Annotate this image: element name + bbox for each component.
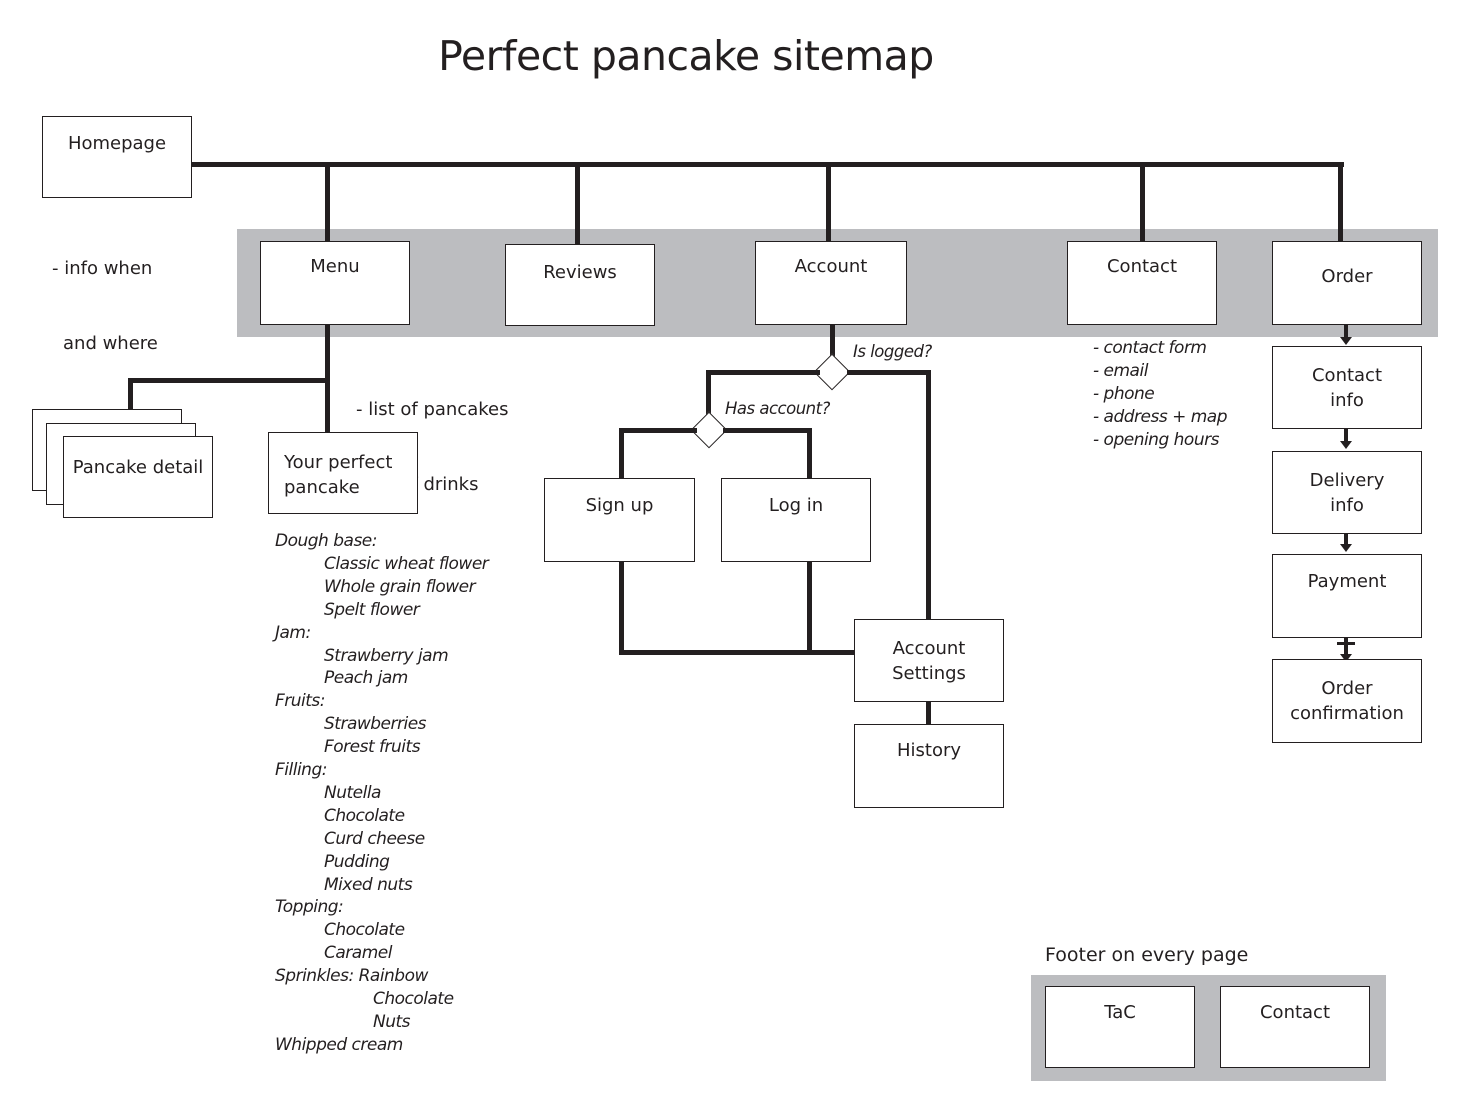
- arrow-down-icon: [1340, 544, 1352, 552]
- nav-account[interactable]: Account: [755, 241, 907, 325]
- node-homepage-label: Homepage: [67, 133, 167, 154]
- contact-note-item: - address + map: [1093, 407, 1228, 427]
- connector-logged-yes-down: [926, 370, 931, 620]
- option-item: Whole grain flower: [324, 576, 476, 597]
- option-item: Strawberries: [324, 714, 427, 735]
- connector-order-4-tick: [1337, 642, 1355, 645]
- option-item: Nuts: [373, 1011, 411, 1032]
- node-history[interactable]: History: [854, 724, 1004, 808]
- option-item: Pudding: [324, 851, 390, 872]
- decision-has-account-label: Has account?: [725, 399, 830, 418]
- option-category: Dough base:: [275, 531, 378, 551]
- contact-note-item: - contact form: [1093, 338, 1207, 358]
- connector-menu: [325, 162, 330, 242]
- option-category: Topping:: [275, 897, 344, 918]
- node-your-perfect-pancake[interactable]: Your perfect pancake: [268, 432, 418, 514]
- connector-has-account-yes: [723, 428, 812, 433]
- connector-has-account-yes-down: [807, 428, 812, 480]
- node-delivery-info[interactable]: Delivery info: [1272, 451, 1422, 534]
- footer-caption: Footer on every page: [1045, 944, 1249, 966]
- connector-order-3: [1344, 534, 1348, 546]
- node-payment[interactable]: Payment: [1272, 554, 1422, 638]
- connector-order-1: [1344, 325, 1348, 339]
- connector-logged-no-down: [706, 370, 711, 417]
- connector-signup-down: [619, 561, 624, 655]
- option-item: Chocolate: [324, 805, 405, 826]
- connector-menu-branch: [128, 378, 328, 383]
- decision-is-logged-label: Is logged?: [853, 342, 932, 361]
- node-sign-up[interactable]: Sign up: [544, 478, 695, 562]
- node-log-in[interactable]: Log in: [721, 478, 871, 562]
- homepage-note: - info when and where: [52, 258, 158, 354]
- connector-account-down: [830, 325, 835, 359]
- option-item: Nutella: [324, 782, 381, 803]
- option-category: Filling:: [275, 760, 327, 780]
- connector-login-down: [807, 561, 812, 655]
- option-category: Fruits:: [275, 691, 326, 712]
- connector-top-bar: [190, 162, 1344, 167]
- arrow-down-icon: [1340, 441, 1352, 449]
- option-item: Forest fruits: [324, 737, 421, 758]
- option-item: Curd cheese: [324, 828, 425, 849]
- node-pancake-detail[interactable]: Pancake detail: [63, 436, 213, 518]
- option-category: Whipped cream: [275, 1034, 403, 1055]
- footer-tac[interactable]: TaC: [1045, 986, 1195, 1068]
- node-order-confirmation[interactable]: Order confirmation: [1272, 659, 1422, 743]
- connector-to-settings: [619, 650, 856, 655]
- option-item: Chocolate: [324, 920, 405, 941]
- option-item: Chocolate: [373, 989, 454, 1009]
- connector-has-account-no: [619, 428, 697, 433]
- option-item: Peach jam: [324, 668, 408, 689]
- nav-contact[interactable]: Contact: [1067, 241, 1217, 325]
- arrow-down-icon: [1340, 654, 1352, 662]
- connector-has-account-no-down: [619, 428, 624, 480]
- node-account-settings[interactable]: Account Settings: [854, 619, 1004, 702]
- option-category: Jam:: [275, 622, 311, 643]
- option-item: Mixed nuts: [324, 874, 413, 895]
- contact-note-item: - opening hours: [1093, 430, 1219, 450]
- connector-account: [826, 162, 831, 242]
- connector-reviews: [575, 162, 580, 246]
- connector-logged-yes: [847, 370, 930, 375]
- footer-contact[interactable]: Contact: [1220, 986, 1370, 1068]
- option-item: Caramel: [324, 943, 392, 964]
- node-contact-info[interactable]: Contact info: [1272, 346, 1422, 429]
- nav-reviews[interactable]: Reviews: [505, 244, 655, 326]
- option-item: Strawberry jam: [324, 645, 449, 666]
- connector-logged-no: [706, 370, 820, 375]
- connector-settings-history: [926, 701, 931, 726]
- contact-note-item: - phone: [1093, 384, 1155, 404]
- connector-order: [1338, 162, 1343, 242]
- contact-note-item: - email: [1093, 361, 1148, 381]
- connector-contact: [1140, 162, 1145, 242]
- connector-order-4: [1344, 638, 1348, 656]
- connector-pancake-detail: [128, 378, 133, 410]
- connector-order-2: [1344, 429, 1348, 443]
- page-title: Perfect pancake sitemap: [438, 32, 934, 80]
- arrow-down-icon: [1340, 337, 1352, 345]
- option-item: Classic wheat flower: [324, 553, 489, 574]
- option-item: Spelt flower: [324, 599, 420, 620]
- nav-order[interactable]: Order: [1272, 241, 1422, 325]
- nav-menu[interactable]: Menu: [260, 241, 410, 325]
- option-category: Sprinkles: Rainbow: [275, 966, 428, 987]
- node-homepage[interactable]: Homepage: [42, 116, 192, 198]
